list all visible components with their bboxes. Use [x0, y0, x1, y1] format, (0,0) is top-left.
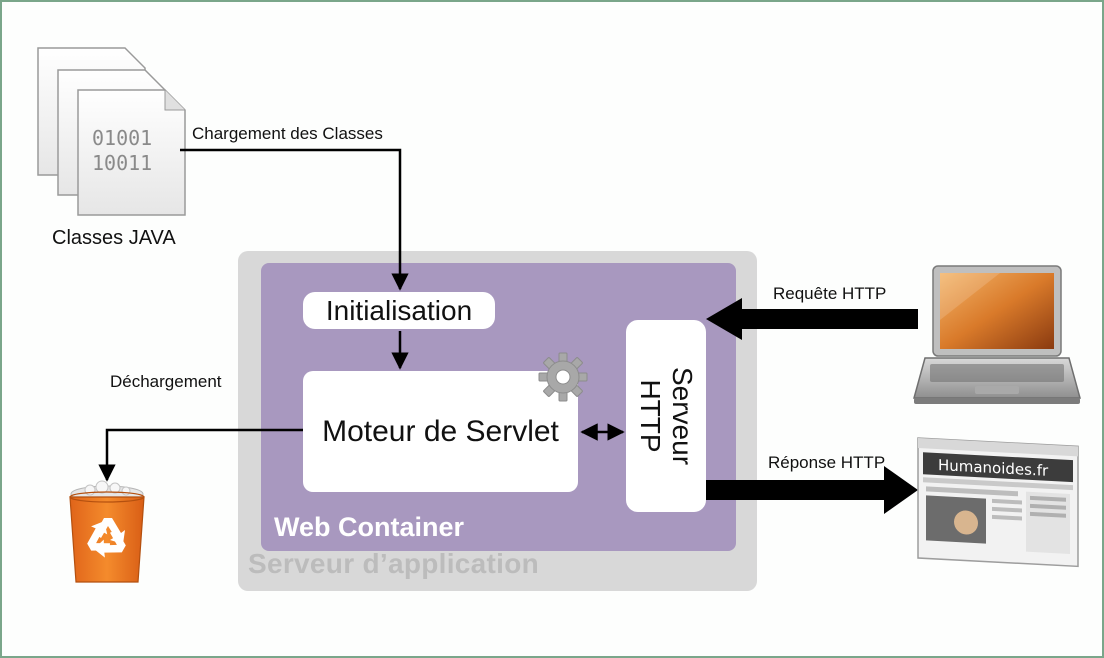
browser-page-title: Humanoides.fr — [938, 456, 1049, 480]
http-request-arrow — [706, 298, 918, 340]
unloading-arrow — [98, 428, 303, 482]
servlet-engine-box: Moteur de Servlet — [303, 371, 578, 492]
unloading-label: Déchargement — [110, 372, 222, 391]
java-classes-label: Classes JAVA — [52, 227, 176, 249]
web-container-label: Web Container — [274, 512, 465, 542]
java-file-icon: 01001 10011 — [37, 47, 186, 216]
trash-bin-icon — [69, 480, 145, 583]
http-request-label: Requête HTTP — [773, 284, 887, 303]
http-response-label: Réponse HTTP — [768, 453, 886, 472]
class-loading-arrow — [180, 148, 409, 291]
recycle-icon — [87, 518, 126, 558]
gear-icon — [538, 352, 588, 402]
servlet-engine-label: Moteur de Servlet — [322, 414, 559, 448]
browser-window-icon: Humanoides.fr — [917, 437, 1079, 568]
initialisation-box: Initialisation — [303, 292, 495, 329]
java-file-binary-line1: 01001 — [92, 126, 152, 150]
class-loading-label: Chargement des Classes — [192, 124, 383, 143]
laptop-icon — [913, 265, 1081, 404]
application-server-label: Serveur d’application — [248, 548, 540, 579]
http-response-arrow — [706, 466, 918, 514]
http-server-box — [626, 320, 706, 512]
java-file-binary-line2: 10011 — [92, 151, 152, 175]
initialisation-label: Initialisation — [325, 294, 473, 326]
